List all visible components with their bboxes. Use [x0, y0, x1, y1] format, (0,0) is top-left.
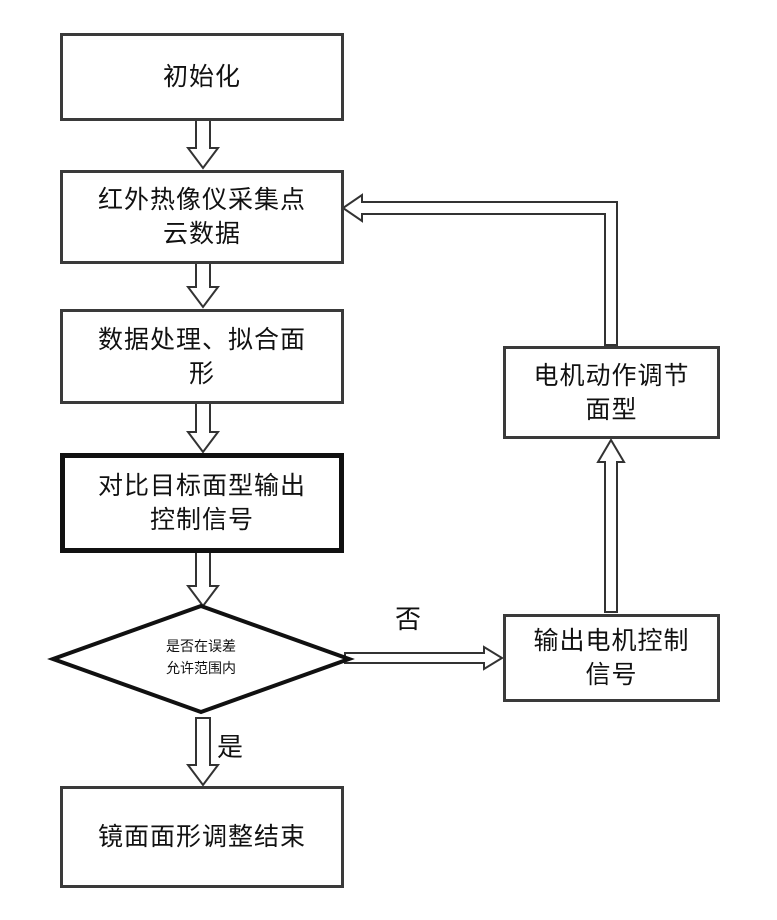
- step-motor-adjust: 电机动作调节 面型: [503, 346, 720, 439]
- step-motor-out-label: 输出电机控制 信号: [533, 624, 689, 692]
- decision-label: 是否在误差 允许范围内: [126, 637, 276, 680]
- step-compare: 对比目标面型输出 控制信号: [60, 453, 344, 553]
- arrow-init-to-capture: [188, 120, 218, 168]
- step-process: 数据处理、拟合面 形: [60, 309, 344, 404]
- step-compare-label: 对比目标面型输出 控制信号: [98, 469, 306, 537]
- arrow-compare-to-decision: [188, 552, 218, 606]
- arrow-motor-out-to-motor-adjust: [598, 440, 624, 612]
- branch-yes-label: 是: [217, 727, 243, 764]
- step-motor-out: 输出电机控制 信号: [503, 614, 720, 702]
- step-init: 初始化: [60, 33, 344, 121]
- step-end-label: 镜面面形调整结束: [98, 820, 306, 854]
- arrow-motor-adjust-to-capture: [343, 195, 617, 345]
- arrow-capture-to-process: [188, 263, 218, 307]
- arrow-decision-to-end: [188, 718, 218, 785]
- step-motor-adjust-label: 电机动作调节 面型: [533, 359, 689, 427]
- step-init-label: 初始化: [163, 60, 241, 94]
- step-end: 镜面面形调整结束: [60, 786, 344, 888]
- arrow-decision-to-motor-out: [345, 647, 502, 669]
- step-capture: 红外热像仪采集点 云数据: [60, 170, 344, 264]
- step-process-label: 数据处理、拟合面 形: [98, 323, 306, 391]
- step-capture-label: 红外热像仪采集点 云数据: [98, 183, 306, 251]
- branch-no-label: 否: [395, 599, 421, 636]
- arrow-process-to-compare: [188, 403, 218, 452]
